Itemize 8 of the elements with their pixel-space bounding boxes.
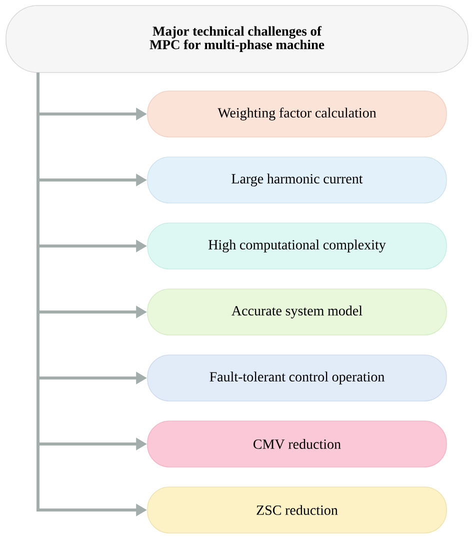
challenge-box: Fault-tolerant control operation — [147, 354, 447, 402]
challenge-box: Large harmonic current — [147, 156, 447, 204]
title-box: Major technical challenges of MPC for multi-phase machine — [6, 5, 468, 73]
challenge-box: High computational complexity — [147, 222, 447, 270]
challenge-box: Weighting factor calculation — [147, 90, 447, 138]
challenge-box: ZSC reduction — [147, 486, 447, 534]
challenge-box: Accurate system model — [147, 288, 447, 336]
challenge-box: CMV reduction — [147, 420, 447, 468]
